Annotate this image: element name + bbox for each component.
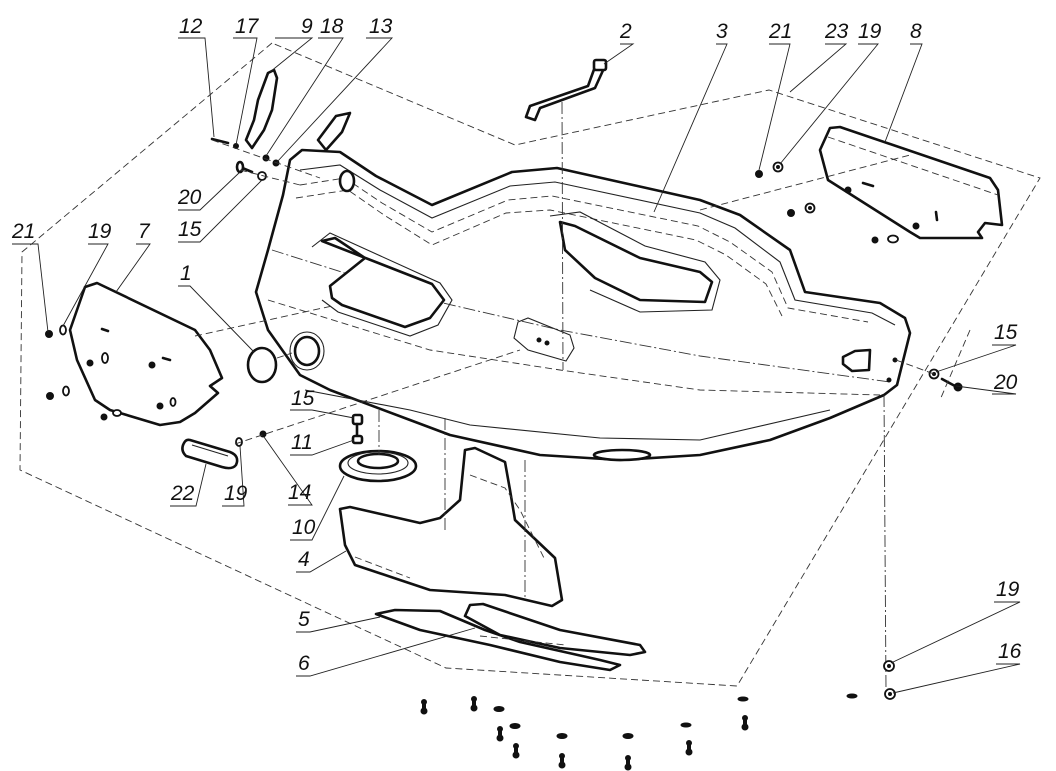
- part-8-right-cover: [699, 125, 1004, 240]
- label-10: 10: [292, 516, 316, 539]
- part-9-latch: [244, 68, 279, 150]
- label-11: 11: [291, 431, 313, 454]
- label-6: 6: [298, 652, 310, 675]
- mount-hole: [338, 169, 356, 193]
- group-boundary-left: [19, 42, 1041, 687]
- label-23: 23: [824, 20, 849, 43]
- label-2: 2: [619, 20, 632, 43]
- label-7: 7: [138, 220, 151, 243]
- label-19-top: 19: [858, 20, 882, 43]
- part-10-seal: [338, 410, 418, 483]
- part-22-grommet: [181, 438, 239, 470]
- label-18: 18: [320, 15, 344, 38]
- label-15-mid: 15: [291, 387, 315, 410]
- label-19-bottom: 19: [996, 578, 1020, 601]
- callouts: 12 17 9 18 13 20 15 2 3 21 23 19: [11, 15, 1022, 694]
- label-21-top: 21: [768, 20, 792, 43]
- part-11-bolt: [351, 413, 364, 445]
- boss-hole: [293, 335, 321, 367]
- label-19-left: 19: [88, 220, 112, 243]
- label-20-top: 20: [177, 186, 202, 209]
- part-5-skid: [374, 608, 622, 672]
- label-8: 8: [910, 20, 922, 43]
- fasteners-top-right: [755, 161, 899, 244]
- label-15-top: 15: [178, 218, 202, 241]
- fasteners-row-14: [234, 349, 521, 447]
- label-16: 16: [998, 640, 1022, 663]
- label-22: 22: [170, 482, 195, 505]
- label-13: 13: [369, 15, 393, 38]
- label-19-lower: 19: [224, 482, 248, 505]
- label-5: 5: [298, 608, 310, 631]
- label-3: 3: [716, 20, 728, 43]
- part-6-skid: [463, 602, 647, 657]
- label-15-right: 15: [994, 321, 1018, 344]
- label-4: 4: [298, 548, 310, 571]
- part-3-main-body: [254, 111, 912, 462]
- label-12: 12: [179, 15, 203, 38]
- part-1-cap: [246, 346, 293, 384]
- label-1: 1: [180, 262, 192, 285]
- label-17: 17: [235, 15, 260, 38]
- part-4-panel: [338, 418, 564, 608]
- label-21-left: 21: [11, 220, 35, 243]
- label-20-right: 20: [993, 371, 1018, 394]
- loose-rivets: [420, 693, 858, 771]
- part-2-rod: [524, 58, 608, 371]
- part-7-left-cover: [68, 281, 333, 427]
- label-9: 9: [301, 15, 313, 38]
- label-14: 14: [288, 481, 311, 504]
